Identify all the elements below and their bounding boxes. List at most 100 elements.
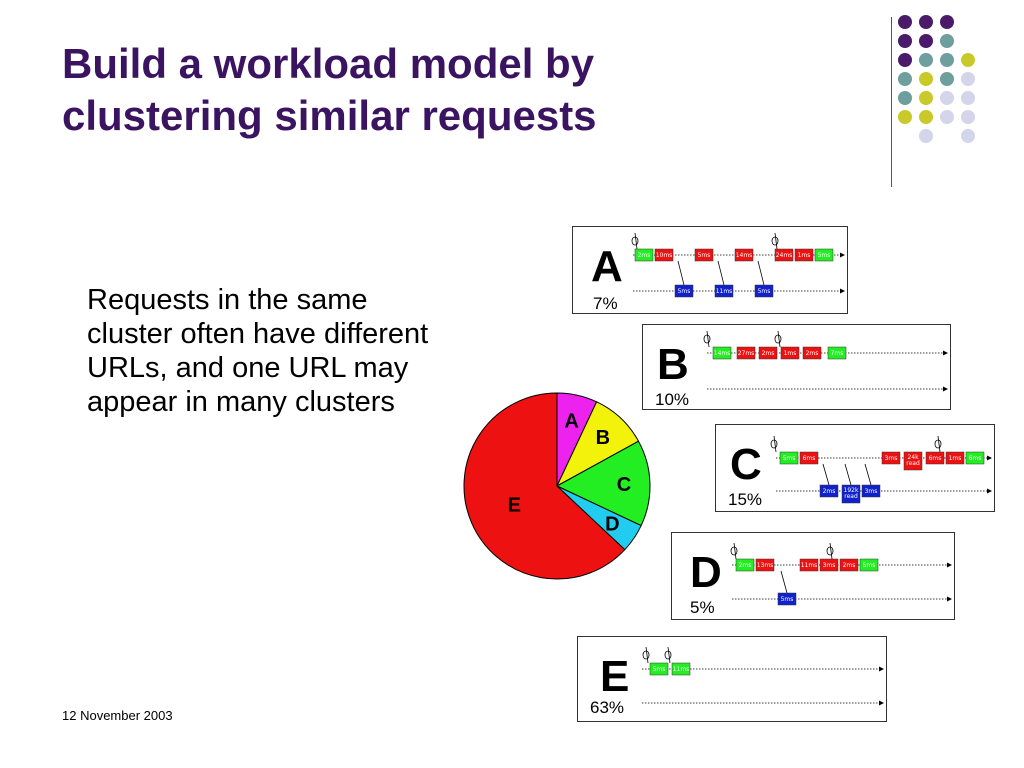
decor-dot bbox=[961, 129, 975, 143]
cpu-segment: 14ms bbox=[734, 248, 754, 262]
cpu-segment: 14ms bbox=[712, 346, 732, 360]
pie-label-e: E bbox=[508, 494, 521, 516]
segment-label: 2ms bbox=[806, 350, 819, 357]
decor-dot bbox=[940, 34, 954, 48]
segment-label: 6ms bbox=[969, 455, 982, 462]
segment-label: 2ms bbox=[762, 350, 775, 357]
timeline-arrowhead bbox=[840, 288, 845, 294]
decor-dot bbox=[961, 53, 975, 67]
slide-title: Build a workload model by clustering sim… bbox=[62, 38, 762, 142]
cluster-percent: 5% bbox=[690, 598, 715, 617]
connector-line bbox=[717, 260, 725, 286]
cluster-letter: A bbox=[591, 242, 623, 291]
decor-dot bbox=[940, 110, 954, 124]
decor-dot bbox=[898, 15, 912, 29]
cpu-segment: 11ms bbox=[671, 662, 691, 676]
body-text: Requests in the same cluster often have … bbox=[87, 284, 429, 418]
timeline-arrowhead bbox=[947, 596, 952, 602]
segment-label: 7ms bbox=[831, 350, 844, 357]
cluster-percent: 63% bbox=[590, 698, 625, 717]
request-timeline: 14ms 27ms 2ms 1ms 2ms 7ms bbox=[703, 330, 948, 392]
thread-pin-icon bbox=[934, 435, 942, 453]
decor-dot bbox=[919, 34, 933, 48]
connector-line bbox=[677, 260, 685, 286]
cpu-segment: 27ms bbox=[736, 346, 756, 360]
segment-label: read bbox=[906, 460, 920, 467]
title-line-2: clustering similar requests bbox=[62, 92, 597, 139]
segment-label: 5ms bbox=[678, 288, 691, 295]
segment-label: 1ms bbox=[784, 350, 797, 357]
cluster-percent: 7% bbox=[593, 294, 618, 313]
decor-dot bbox=[898, 34, 912, 48]
thread-pin-icon bbox=[771, 232, 779, 250]
cpu-segment: 1ms bbox=[794, 248, 814, 262]
cpu-segment: 5ms bbox=[694, 248, 714, 262]
segment-label: 2ms bbox=[638, 252, 651, 259]
segment-label: 11ms bbox=[716, 288, 733, 295]
timeline-arrowhead bbox=[943, 350, 948, 356]
connector-line bbox=[864, 463, 872, 486]
cpu-segment: 2ms bbox=[735, 558, 755, 572]
timeline-arrowhead bbox=[987, 455, 992, 461]
decor-dot bbox=[961, 91, 975, 105]
segment-label: 11ms bbox=[673, 666, 690, 673]
cpu-segment: 7ms bbox=[827, 346, 847, 360]
cluster-panel-a: A 7% 2ms 10ms 5ms 14ms 24ms 1ms 5ms 5ms 11ms 5ms bbox=[572, 226, 848, 314]
decor-dot bbox=[940, 53, 954, 67]
cluster-letter: D bbox=[690, 548, 722, 597]
segment-label: 6ms bbox=[929, 455, 942, 462]
timeline-arrowhead bbox=[987, 488, 992, 494]
cpu-segment: 5ms bbox=[779, 451, 799, 465]
connector-line bbox=[822, 463, 830, 486]
footer-date: 12 November 2003 bbox=[62, 708, 173, 723]
disk-segment: 2ms bbox=[819, 484, 839, 498]
segment-label: 1ms bbox=[949, 455, 962, 462]
timeline-arrowhead bbox=[840, 252, 845, 258]
segment-label: 192k bbox=[844, 487, 859, 494]
thread-pin-icon bbox=[642, 646, 650, 664]
decor-divider bbox=[891, 17, 892, 187]
cpu-segment: 2ms bbox=[758, 346, 778, 360]
disk-segment: 3ms bbox=[861, 484, 881, 498]
cpu-segment: 24ms bbox=[774, 248, 794, 262]
decor-dot bbox=[940, 72, 954, 86]
decor-dot bbox=[919, 91, 933, 105]
thread-pin-icon bbox=[703, 330, 711, 348]
segment-label: 5ms bbox=[758, 288, 771, 295]
segment-label: read bbox=[844, 493, 858, 500]
segment-label: 10ms bbox=[656, 252, 673, 259]
thread-pin-icon bbox=[730, 542, 738, 560]
segment-label: 5ms bbox=[698, 252, 711, 259]
segment-label: 3ms bbox=[823, 562, 836, 569]
thread-pin-icon bbox=[631, 232, 639, 250]
cluster-letter: B bbox=[657, 340, 689, 389]
disk-segment: 5ms bbox=[674, 284, 694, 298]
decor-dot bbox=[961, 72, 975, 86]
decor-dot bbox=[919, 72, 933, 86]
segment-label: 6ms bbox=[803, 455, 816, 462]
cpu-segment: 2ms bbox=[634, 248, 654, 262]
pie-slice-c bbox=[555, 440, 651, 527]
segment-label: 5ms bbox=[781, 596, 794, 603]
timeline-arrowhead bbox=[879, 700, 884, 706]
pie-label-d: D bbox=[605, 514, 619, 536]
cpu-segment: 10ms bbox=[654, 248, 674, 262]
cpu-segment: 5ms bbox=[814, 248, 834, 262]
segment-label: 5ms bbox=[818, 252, 831, 259]
timeline-arrowhead bbox=[879, 666, 884, 672]
cpu-segment: 3ms bbox=[881, 451, 901, 465]
segment-label: 1ms bbox=[798, 252, 811, 259]
cluster-letter: C bbox=[730, 440, 762, 489]
disk-segment: 11ms bbox=[714, 284, 734, 298]
disk-segment: 5ms bbox=[777, 592, 797, 606]
cpu-segment: 2ms bbox=[802, 346, 822, 360]
cpu-segment: 6ms bbox=[965, 451, 985, 465]
